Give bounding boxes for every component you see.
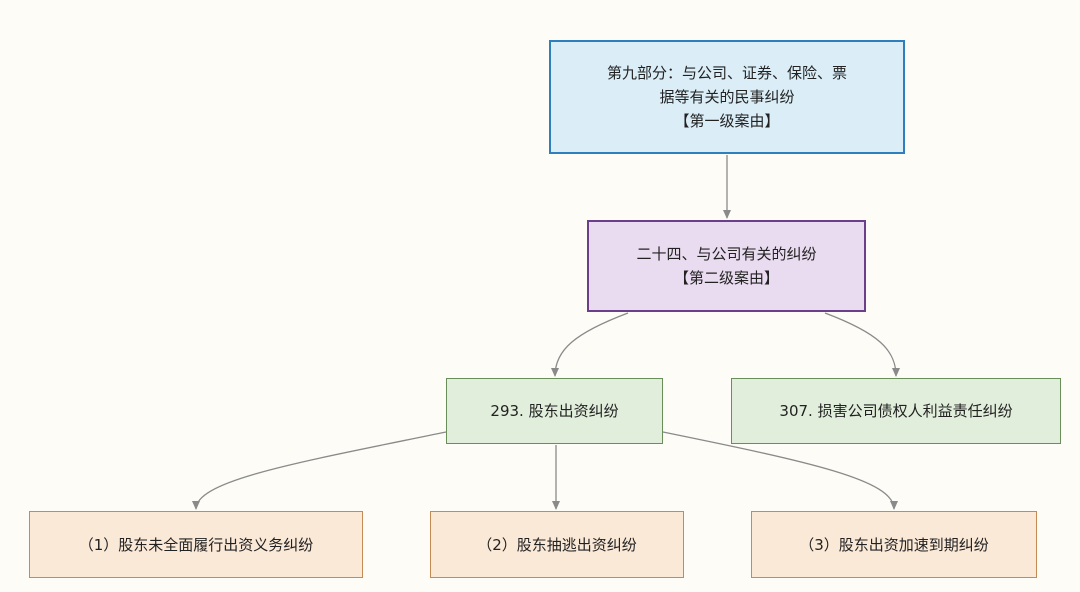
level3-node-307: 307. 损害公司债权人利益责任纠纷 [731,378,1061,444]
level4-node-3: （3）股东出资加速到期纠纷 [751,511,1037,578]
level1-line1: 第九部分：与公司、证券、保险、票 [606,64,847,82]
level3-node-293: 293. 股东出资纠纷 [446,378,663,444]
edge-level2-to-293 [551,312,629,377]
level4-label-1: （1）股东未全面履行出资义务纠纷 [78,535,314,554]
edge-293-to-sub3 [662,431,898,510]
level4-node-2: （2）股东抽逃出资纠纷 [430,511,684,578]
level1-node: 第九部分：与公司、证券、保险、票 据等有关的民事纠纷 【第一级案由】 [549,40,905,154]
level2-line1: 二十四、与公司有关的纠纷 [636,245,817,263]
level3-label-293: 293. 股东出资纠纷 [490,402,619,420]
level4-label-2: （2）股东抽逃出资纠纷 [477,535,637,554]
level4-node-1: （1）股东未全面履行出资义务纠纷 [29,511,363,578]
level2-node: 二十四、与公司有关的纠纷 【第二级案由】 [587,220,866,312]
level1-line2: 据等有关的民事纠纷 [659,88,795,106]
level3-label-307: 307. 损害公司债权人利益责任纠纷 [779,402,1013,420]
edge-293-to-sub1 [192,431,447,510]
level4-label-3: （3）股东出资加速到期纠纷 [799,535,989,554]
level1-line3: 【第一级案由】 [674,112,780,130]
edge-level2-to-307 [824,312,900,377]
level2-line2: 【第二级案由】 [673,269,779,287]
